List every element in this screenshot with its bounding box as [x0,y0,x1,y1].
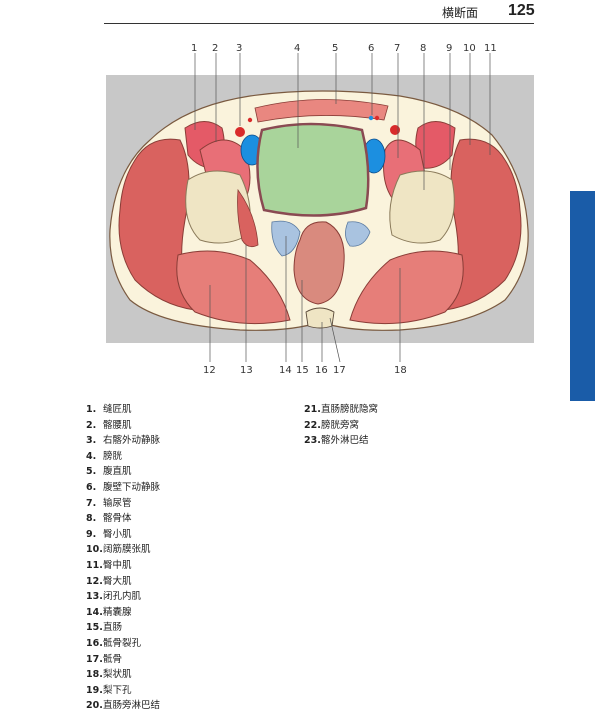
legend-item: 22.膀胱旁窝 [304,419,360,431]
top-labels: 1 2 3 4 5 6 7 8 9 10 11 [191,43,497,54]
right-external-iliac-artery [390,125,400,135]
label-3: 3 [236,43,242,54]
legend-item: 10.阔筋膜张肌 [86,544,151,556]
left-external-iliac-artery [235,127,245,137]
legend-item: 8.髂骨体 [86,513,132,525]
label-6: 6 [368,43,374,54]
bottom-leader-lines [209,236,401,363]
legend-item: 12.臀大肌 [86,575,132,587]
legend-right-column: 21.直肠膀胱隐窝 22.膀胱旁窝 23.髂外淋巴结 [304,402,378,449]
sacrum [305,307,335,329]
bladder [256,122,370,217]
legend-item: 20.直肠旁淋巴结 [86,700,161,712]
legend-item: 14.精囊腺 [86,606,132,618]
right-piriformis [349,250,464,325]
label-14: 14 [279,365,292,376]
bottom-labels: 12 13 14 15 16 17 18 [203,365,407,376]
label-13: 13 [240,365,253,376]
page-number: 125 [508,2,535,19]
legend-item: 15.直肠 [86,622,123,634]
legend-item: 6.腹壁下动静脉 [86,481,161,493]
legend-item: 9.臀小肌 [86,528,132,540]
label-16: 16 [315,365,328,376]
label-8: 8 [420,43,426,54]
label-18: 18 [394,365,407,376]
label-15: 15 [296,365,309,376]
legend-item: 11.臀中肌 [86,559,132,571]
right-inferior-epigastric-artery [368,115,374,121]
legend-item: 2.髂腰肌 [86,419,132,431]
left-obturator-internus [237,188,259,248]
header-rule [104,23,534,24]
legend-item: 5.腹直肌 [86,466,132,478]
legend-item: 17.骶骨 [86,653,123,665]
label-5: 5 [332,43,338,54]
legend-item: 19.梨下孔 [86,684,132,696]
label-7: 7 [394,43,400,54]
top-leader-lines [194,53,491,190]
left-inferior-epigastric-artery [247,117,253,123]
legend-item: 18.梨状肌 [86,669,132,681]
label-1: 1 [191,43,197,54]
label-12: 12 [203,365,216,376]
label-11: 11 [484,43,497,54]
legend-item: 16.骶骨裂孔 [86,637,142,649]
legend-left-column: 1.缝匠肌 2.髂腰肌 3.右髂外动静脉 4.膀胱 5.腹直肌 6.腹壁下动静脉… [86,402,160,714]
left-gluteus-maximus [176,250,291,325]
legend-item: 23.髂外淋巴结 [304,435,369,447]
label-10: 10 [463,43,476,54]
legend-item: 13.闭孔内肌 [86,591,142,603]
legend-item: 21.直肠膀胱隐窝 [304,404,379,415]
rectum [293,221,345,305]
seminal-vesicle-right [345,221,371,247]
thumb-index-tab [570,191,595,401]
legend-item: 3.右髂外动静脉 [86,435,161,447]
legend-item: 4.膀胱 [86,450,123,462]
legend-item: 7.输尿管 [86,497,132,509]
label-4: 4 [294,43,300,54]
label-9: 9 [446,43,452,54]
right-inferior-epigastric-vein [374,115,380,121]
legend-item: 1.缝匠肌 [86,404,132,415]
right-ilium [389,170,455,244]
label-2: 2 [212,43,218,54]
pelvis-cross-section-figure: 1 2 3 4 5 6 7 8 9 10 11 12 13 14 15 16 1… [106,43,534,376]
running-header-title: 横断面 [442,6,479,20]
rectus-abdominis [254,99,389,123]
label-17: 17 [333,365,346,376]
